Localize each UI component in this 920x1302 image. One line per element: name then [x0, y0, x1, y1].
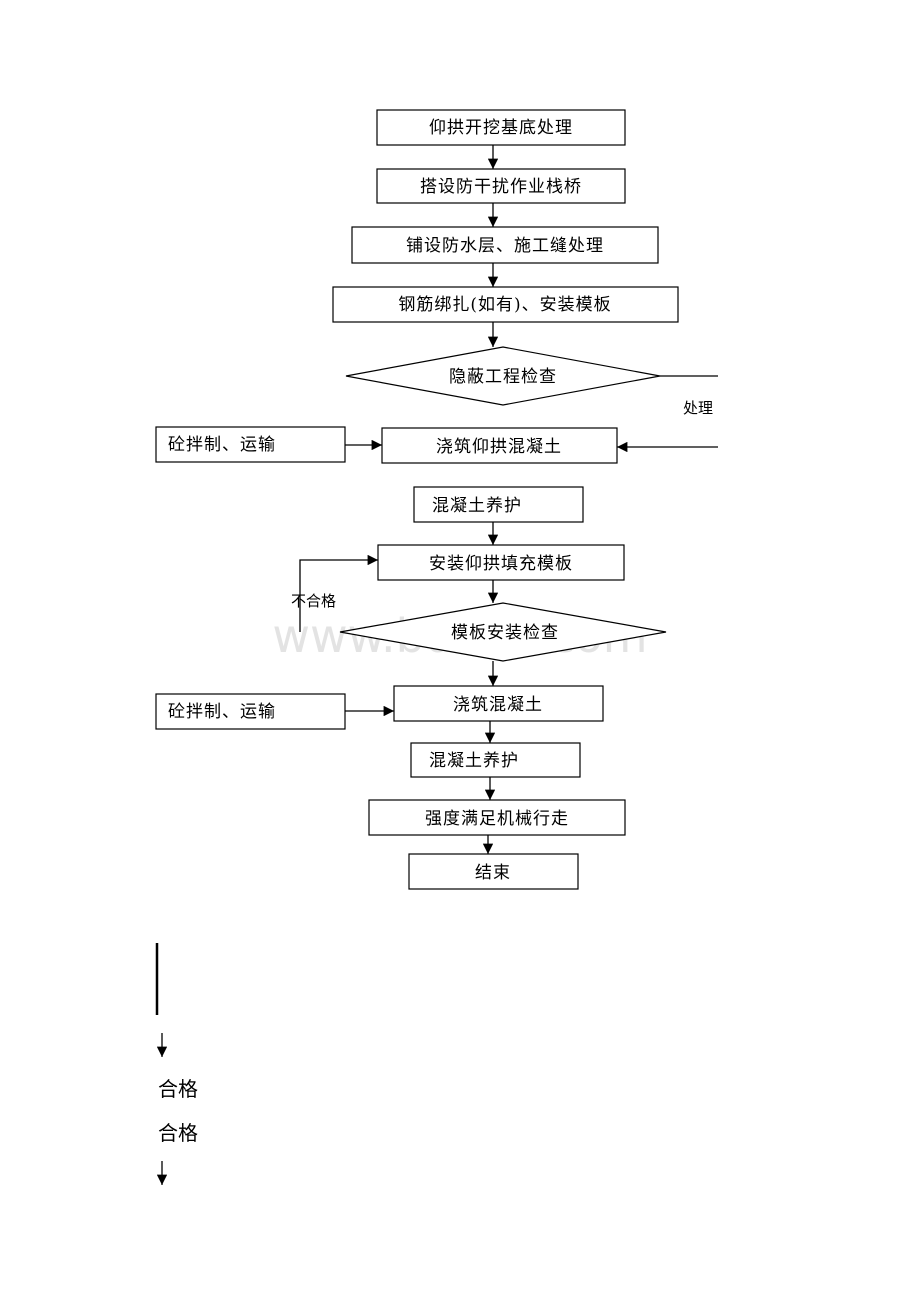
decision-concealed-inspection: 隐蔽工程检查 [345, 346, 661, 406]
svg-text:安装仰拱填充模板: 安装仰拱填充模板 [429, 554, 573, 574]
step-curing-1: 混凝土养护 [413, 486, 584, 523]
connector-fail-loop [299, 554, 378, 632]
step-fill-formwork: 安装仰拱填充模板 [377, 544, 625, 581]
pass-label-2: 合格 [158, 1121, 198, 1145]
step-foundation-treatment: 仰拱开挖基底处理 [376, 109, 626, 146]
svg-text:铺设防水层、施工缝处理: 铺设防水层、施工缝处理 [406, 236, 604, 256]
step-pour-invert-concrete: 浇筑仰拱混凝土 [381, 427, 618, 464]
label-fail: 不合格 [291, 592, 336, 610]
label-process: 处理 [683, 399, 713, 417]
step-trestle-bridge: 搭设防干扰作业栈桥 [376, 168, 626, 204]
step-pour-concrete: 浇筑混凝土 [393, 685, 604, 722]
step-curing-2: 混凝土养护 [410, 742, 581, 778]
step-end: 结束 [408, 853, 579, 890]
svg-text:模板安装检查: 模板安装检查 [451, 623, 559, 643]
svg-text:砼拌制、运输: 砼拌制、运输 [168, 702, 276, 722]
svg-text:砼拌制、运输: 砼拌制、运输 [168, 435, 276, 455]
svg-text:强度满足机械行走: 强度满足机械行走 [425, 809, 569, 829]
step-side-mixing-2: 砼拌制、运输 [155, 693, 346, 730]
step-rebar-formwork: 钢筋绑扎(如有)、安装模板 [332, 286, 679, 323]
svg-text:搭设防干扰作业栈桥: 搭设防干扰作业栈桥 [420, 177, 582, 197]
pass-label-1: 合格 [158, 1077, 198, 1101]
svg-text:仰拱开挖基底处理: 仰拱开挖基底处理 [429, 118, 573, 138]
svg-text:钢筋绑扎(如有)、安装模板: 钢筋绑扎(如有)、安装模板 [398, 295, 611, 315]
svg-text:浇筑仰拱混凝土: 浇筑仰拱混凝土 [436, 437, 562, 457]
decision-formwork-inspection: 模板安装检查 [339, 602, 667, 662]
svg-text:隐蔽工程检查: 隐蔽工程检查 [449, 367, 557, 387]
step-side-mixing-1: 砼拌制、运输 [155, 426, 346, 463]
svg-text:浇筑混凝土: 浇筑混凝土 [453, 695, 543, 715]
svg-text:混凝土养护: 混凝土养护 [432, 496, 522, 516]
step-strength-check: 强度满足机械行走 [368, 799, 626, 836]
step-waterproof-layer: 铺设防水层、施工缝处理 [351, 226, 659, 264]
svg-text:混凝土养护: 混凝土养护 [429, 751, 519, 771]
svg-text:结束: 结束 [475, 863, 511, 883]
